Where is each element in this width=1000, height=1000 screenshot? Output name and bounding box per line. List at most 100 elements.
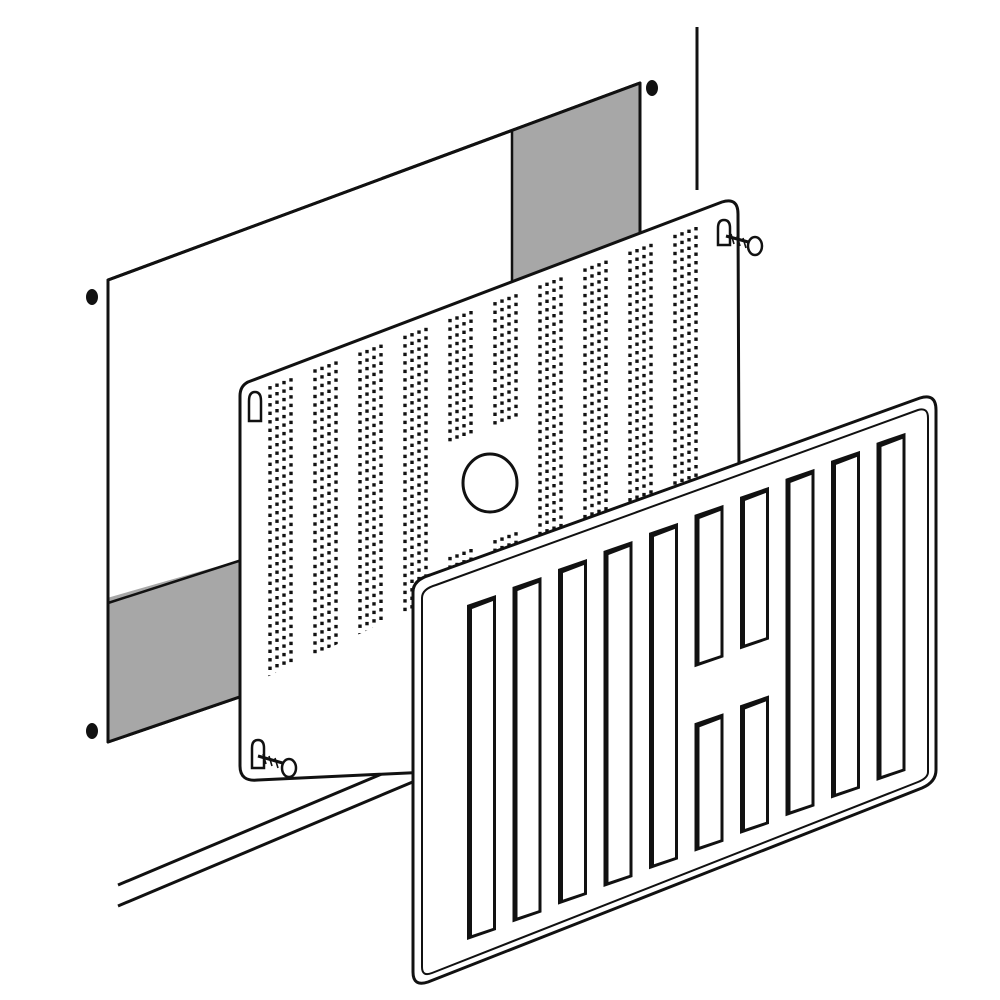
perforation-dot <box>417 415 421 419</box>
perforation-dot <box>687 255 691 259</box>
perforation-dot <box>493 310 497 314</box>
perforation-dot <box>410 333 414 337</box>
perforation-dot <box>628 353 632 357</box>
adjustment-knob[interactable] <box>461 452 519 514</box>
perforation-dot <box>320 604 324 609</box>
perforation-dot <box>500 324 504 329</box>
perforation-dot <box>358 616 362 620</box>
perforation-dot <box>327 508 331 512</box>
perforation-dot <box>448 378 452 382</box>
perforation-dot <box>358 480 362 484</box>
perforation-dot <box>635 376 639 380</box>
perforation-dot <box>410 375 414 379</box>
perforation-dot <box>642 450 646 454</box>
perforation-dot <box>469 549 473 553</box>
perforation-dot <box>493 378 497 382</box>
perforation-dot <box>583 344 587 349</box>
perforation-dot <box>403 590 407 595</box>
perforation-dot <box>320 630 324 634</box>
perforation-dot <box>635 257 639 261</box>
perforation-dot <box>313 624 317 628</box>
perforation-dot <box>372 508 376 513</box>
perforation-dot <box>410 528 414 532</box>
perforation-dot <box>635 385 639 389</box>
perforation-dot <box>597 305 601 310</box>
perforation-dot <box>673 379 677 383</box>
perforation-dot <box>358 463 362 467</box>
perforation-dot <box>604 498 608 502</box>
perforation-dot <box>365 349 369 354</box>
perforation-dot <box>559 285 563 290</box>
perforation-dot <box>559 319 563 324</box>
perforation-dot <box>327 406 331 410</box>
perforation-dot <box>552 356 556 360</box>
perforation-dot <box>597 458 601 463</box>
perforation-dot <box>680 453 684 457</box>
perforation-dot <box>358 471 362 475</box>
perforation-dot <box>604 354 608 358</box>
perforation-dot <box>687 459 691 463</box>
perforation-dot <box>327 466 331 470</box>
perforation-dot <box>417 347 421 351</box>
perforation-dot <box>552 390 556 394</box>
perforation-dot <box>403 471 407 476</box>
perforation-dot <box>552 475 556 479</box>
perforation-dot <box>649 243 653 248</box>
perforation-dot <box>500 358 504 363</box>
perforation-dot <box>268 539 272 543</box>
perforation-dot <box>552 509 556 513</box>
perforation-dot <box>538 404 542 408</box>
perforation-dot <box>538 497 542 502</box>
perforation-dot <box>455 418 459 422</box>
perforation-dot <box>559 464 563 468</box>
perforation-dot <box>583 319 587 323</box>
perforation-dot <box>417 330 421 334</box>
perforation-dot <box>545 325 549 329</box>
perforation-dot <box>545 452 549 456</box>
perforation-dot <box>559 481 563 485</box>
perforation-dot <box>282 644 286 648</box>
perforation-dot <box>649 362 653 367</box>
perforation-dot <box>538 293 542 298</box>
perforation-dot <box>604 507 608 511</box>
perforation-dot <box>635 368 639 372</box>
perforation-dot <box>327 483 331 487</box>
perforation-dot <box>590 503 594 508</box>
perforation-dot <box>289 641 293 646</box>
perforation-dot <box>275 536 279 540</box>
perforation-dot <box>313 556 317 560</box>
perforation-dot <box>680 461 684 466</box>
perforation-dot <box>358 488 362 492</box>
perforation-dot <box>365 443 369 447</box>
perforation-dot <box>365 358 369 362</box>
perforation-dot <box>649 422 653 426</box>
perforation-dot <box>680 240 684 245</box>
perforation-dot <box>455 358 459 363</box>
perforation-dot <box>282 397 286 402</box>
perforation-dot <box>597 416 601 420</box>
perforation-dot <box>358 412 362 416</box>
perforation-dot <box>275 604 279 608</box>
perforation-dot <box>424 327 428 332</box>
louvre-cover <box>411 395 938 985</box>
perforation-dot <box>417 398 421 402</box>
perforation-dot <box>680 300 684 304</box>
perforation-dot <box>500 392 504 397</box>
perforation-dot <box>372 423 376 428</box>
perforation-dot <box>372 517 376 521</box>
perforation-dot <box>500 341 504 346</box>
perforation-dot <box>327 381 331 385</box>
perforation-dot <box>635 410 639 414</box>
perforation-dot <box>275 383 279 387</box>
perforation-dot <box>628 413 632 417</box>
perforation-dot <box>320 647 324 651</box>
perforation-dot <box>358 386 362 390</box>
perforation-dot <box>694 346 698 350</box>
perforation-dot <box>365 570 369 575</box>
perforation-dot <box>417 517 421 521</box>
perforation-dot <box>372 525 376 530</box>
perforation-dot <box>268 547 272 551</box>
perforation-dot <box>365 596 369 600</box>
perforation-dot <box>334 386 338 391</box>
perforation-dot <box>372 551 376 555</box>
